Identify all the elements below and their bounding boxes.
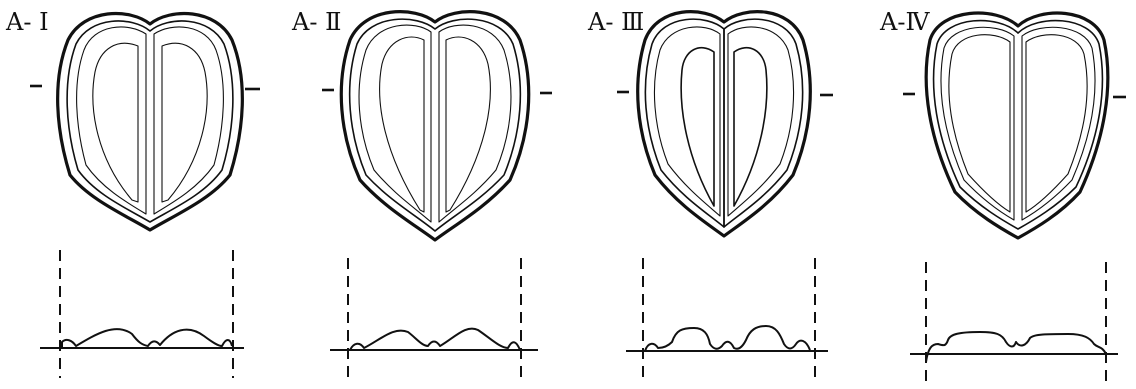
- panel-label-a-iii: A- Ⅲ: [587, 8, 644, 36]
- leaf-outline-a-iii: [638, 12, 811, 236]
- cross-section-profile-a-i: [40, 250, 244, 378]
- panel-a-iii: A- Ⅲ: [587, 8, 833, 380]
- panel-a-iv: A-Ⅳ: [879, 8, 1126, 384]
- panel-label-a-iv: A-Ⅳ: [879, 8, 930, 36]
- cross-section-profile-a-iv: [910, 262, 1118, 384]
- leaf-outline-a-i: [58, 13, 243, 230]
- cross-section-profile-a-iii: [626, 258, 828, 380]
- panel-a-ii: A- Ⅱ: [291, 8, 552, 380]
- panel-a-i: A- I: [5, 8, 260, 378]
- leaf-outline-a-ii: [341, 12, 528, 240]
- panel-label-a-ii: A- Ⅱ: [291, 8, 341, 36]
- cross-section-profile-a-ii: [330, 258, 538, 380]
- leaf-outline-a-iv: [926, 13, 1108, 238]
- panel-label-a-i: A- I: [5, 8, 49, 36]
